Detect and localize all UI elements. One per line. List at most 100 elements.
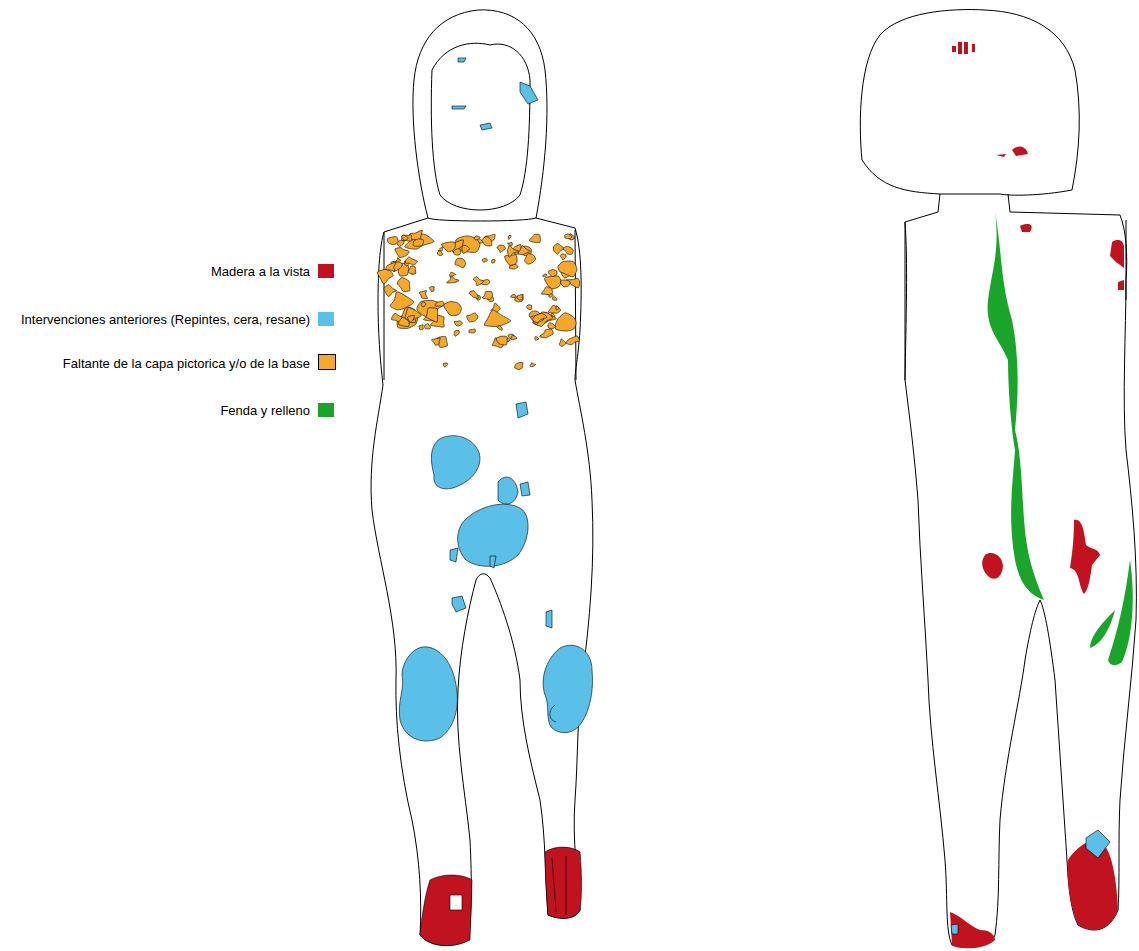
paint-loss — [402, 235, 409, 240]
legend-swatch — [318, 264, 334, 278]
paint-loss — [518, 246, 530, 255]
paint-loss — [426, 308, 438, 322]
paint-loss — [390, 292, 414, 310]
paint-loss — [566, 336, 580, 345]
paint-loss — [419, 325, 424, 330]
paint-loss — [473, 277, 483, 286]
paint-loss — [407, 316, 414, 323]
paint-loss — [561, 280, 571, 287]
paint-loss — [462, 245, 470, 253]
paint-loss — [552, 297, 556, 301]
paint-loss — [532, 313, 547, 322]
paint-loss — [548, 270, 557, 277]
paint-loss — [424, 324, 430, 329]
paint-loss — [474, 236, 480, 240]
paint-loss — [560, 254, 566, 260]
paint-loss — [497, 326, 502, 331]
paint-loss — [469, 291, 478, 299]
legend-row: Intervenciones anteriores (Repintes, cer… — [10, 308, 336, 326]
paint-loss — [398, 240, 405, 247]
paint-loss — [556, 306, 559, 310]
paint-loss — [515, 362, 523, 369]
legend-swatch — [318, 312, 334, 326]
paint-loss — [396, 258, 401, 263]
paint-loss — [515, 295, 523, 302]
paint-loss — [469, 329, 476, 333]
paint-loss — [402, 235, 412, 241]
front-blue-patches — [399, 58, 592, 741]
paint-loss — [387, 237, 398, 245]
paint-loss — [443, 363, 448, 367]
paint-loss — [421, 302, 425, 307]
legend-swatch — [318, 354, 336, 370]
paint-loss — [548, 323, 556, 329]
paint-loss — [386, 262, 396, 271]
paint-loss — [398, 317, 409, 326]
paint-loss — [377, 269, 393, 284]
front-view — [371, 10, 593, 946]
legend-label: Fenda y relleno — [10, 404, 310, 417]
paint-loss — [555, 313, 576, 331]
back-view — [860, 10, 1136, 948]
paint-loss — [507, 245, 519, 257]
paint-loss — [540, 329, 554, 338]
front-face-outline — [431, 43, 530, 210]
legend-row: Faltante de la capa pictorica y/o de la … — [10, 352, 336, 370]
front-orange-losses — [377, 230, 579, 369]
paint-loss — [508, 235, 511, 239]
paint-loss — [558, 261, 577, 277]
paint-loss — [496, 336, 507, 345]
paint-loss — [419, 290, 427, 298]
paint-loss — [405, 257, 417, 265]
paint-loss — [484, 310, 510, 327]
paint-loss — [429, 287, 434, 292]
paint-loss — [408, 266, 416, 274]
paint-loss — [437, 251, 442, 256]
paint-loss — [511, 335, 517, 340]
paint-loss — [563, 246, 573, 254]
paint-loss — [492, 259, 496, 263]
paint-loss — [525, 254, 536, 265]
paint-loss — [447, 276, 460, 283]
legend-label: Faltante de la capa pictorica y/o de la … — [10, 357, 310, 370]
paint-loss — [454, 249, 461, 255]
paint-loss — [535, 336, 539, 340]
paint-loss — [549, 294, 554, 298]
paint-loss — [455, 258, 466, 268]
paint-loss — [565, 234, 573, 239]
paint-loss — [454, 321, 462, 326]
front-hair-outline — [413, 10, 547, 218]
back-green-crack — [988, 212, 1133, 665]
paint-loss — [397, 277, 410, 291]
front-arm-lines — [384, 230, 576, 380]
paint-loss — [438, 247, 443, 251]
back-blue-patches — [951, 830, 1110, 934]
paint-loss — [530, 363, 536, 367]
paint-loss — [432, 338, 441, 345]
paint-loss — [529, 234, 540, 242]
paint-loss — [413, 239, 423, 246]
paint-loss — [548, 305, 561, 313]
paint-loss — [467, 313, 478, 322]
legend-swatch — [318, 403, 334, 417]
back-head-outline — [860, 10, 1079, 196]
front-red-feet — [420, 847, 582, 945]
paint-loss — [443, 301, 461, 315]
paint-loss — [454, 330, 459, 336]
paint-loss — [482, 291, 492, 299]
front-body-outline — [371, 218, 593, 945]
legend-row: Madera a la vista — [10, 260, 336, 278]
paint-loss — [435, 301, 444, 306]
paint-loss — [517, 294, 523, 300]
back-body-outline — [905, 194, 1136, 948]
paint-loss — [559, 339, 566, 347]
paint-loss — [527, 305, 532, 310]
paint-loss — [395, 248, 409, 258]
paint-loss — [442, 242, 456, 252]
paint-loss — [543, 274, 548, 277]
paint-loss — [497, 245, 505, 252]
back-red-wood — [950, 42, 1124, 948]
legend-label: Intervenciones anteriores (Repintes, cer… — [10, 313, 310, 326]
